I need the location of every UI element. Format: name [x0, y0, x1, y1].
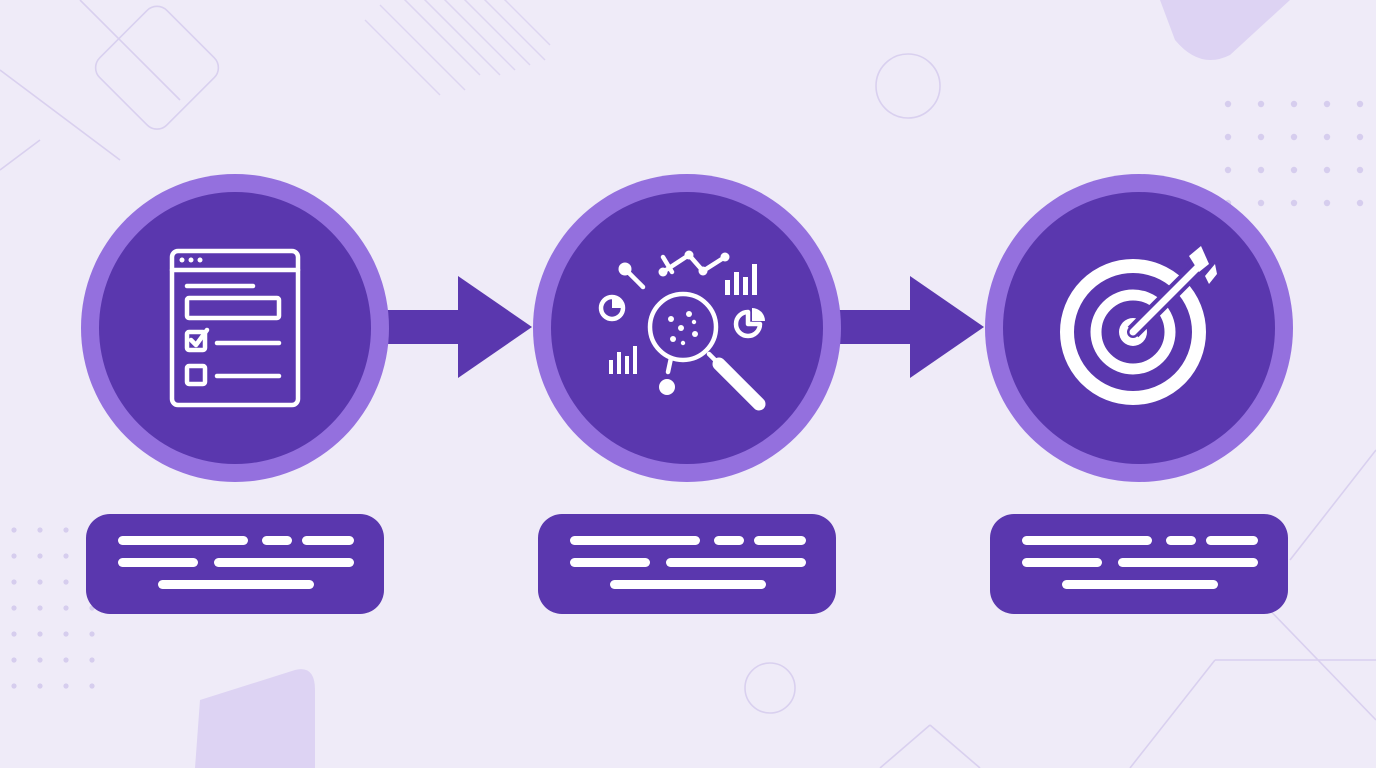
caption-placeholder-line: [1062, 580, 1218, 589]
decor-dot: [1290, 133, 1298, 141]
decor-dot: [1356, 100, 1364, 108]
decor-dot: [1224, 100, 1232, 108]
step-form-caption: [86, 514, 384, 614]
decor-dot: [1290, 166, 1298, 174]
decor-dot: [37, 553, 43, 559]
step-target-circle: [985, 174, 1293, 482]
caption-placeholder-line: [610, 580, 766, 589]
decor-dot: [63, 605, 69, 611]
decor-dot: [11, 631, 17, 637]
decor-dot: [11, 553, 17, 559]
decor-dot: [37, 657, 43, 663]
decor-dot: [1323, 199, 1331, 207]
decor-dot: [1290, 199, 1298, 207]
decor-dot: [89, 631, 95, 637]
caption-placeholder-line: [118, 536, 248, 545]
decor-dot: [89, 657, 95, 663]
decor-dot: [63, 553, 69, 559]
caption-placeholder-line: [118, 558, 198, 567]
caption-placeholder-line: [666, 558, 806, 567]
form-checklist-icon: [169, 248, 301, 408]
decor-dot: [63, 683, 69, 689]
decor-dot: [37, 605, 43, 611]
caption-placeholder-line: [262, 536, 292, 545]
decor-dot: [1323, 166, 1331, 174]
step-form-circle: [81, 174, 389, 482]
decor-dot: [37, 683, 43, 689]
decor-dot: [37, 527, 43, 533]
decor-dot: [1224, 133, 1232, 141]
caption-placeholder-line: [570, 558, 650, 567]
step-analyze-caption: [538, 514, 836, 614]
decor-dot: [63, 579, 69, 585]
caption-placeholder-line: [214, 558, 354, 567]
caption-placeholder-line: [1022, 558, 1102, 567]
decor-dot: [1257, 199, 1265, 207]
data-analysis-magnifier-icon: [598, 250, 766, 411]
caption-placeholder-line: [754, 536, 806, 545]
decor-dot: [63, 527, 69, 533]
decor-dot: [1290, 100, 1298, 108]
decor-dot: [1356, 199, 1364, 207]
caption-placeholder-line: [1166, 536, 1196, 545]
caption-placeholder-line: [1118, 558, 1258, 567]
decor-dot: [1257, 100, 1265, 108]
decor-dot: [63, 631, 69, 637]
decor-dot: [63, 657, 69, 663]
decor-dot: [1356, 133, 1364, 141]
step-analyze-circle: [533, 174, 841, 482]
caption-placeholder-line: [1022, 536, 1152, 545]
caption-placeholder-line: [570, 536, 700, 545]
decor-dot: [11, 605, 17, 611]
decor-dot: [1257, 166, 1265, 174]
step-target-caption: [990, 514, 1288, 614]
decor-dot: [37, 631, 43, 637]
decor-dot: [1224, 166, 1232, 174]
caption-placeholder-line: [714, 536, 744, 545]
decor-dot: [1257, 133, 1265, 141]
decor-dot: [11, 527, 17, 533]
arrow-right-icon: [370, 276, 532, 378]
caption-placeholder-line: [1206, 536, 1258, 545]
decor-dot: [11, 579, 17, 585]
decor-dot: [1323, 133, 1331, 141]
decor-dot: [1323, 100, 1331, 108]
decor-dot: [11, 657, 17, 663]
decor-dot: [1356, 166, 1364, 174]
caption-placeholder-line: [302, 536, 354, 545]
decor-dot: [37, 579, 43, 585]
caption-placeholder-line: [158, 580, 314, 589]
arrow-right-icon: [822, 276, 984, 378]
decor-dot: [11, 683, 17, 689]
decor-dot: [89, 683, 95, 689]
target-arrow-icon: [1060, 246, 1217, 405]
